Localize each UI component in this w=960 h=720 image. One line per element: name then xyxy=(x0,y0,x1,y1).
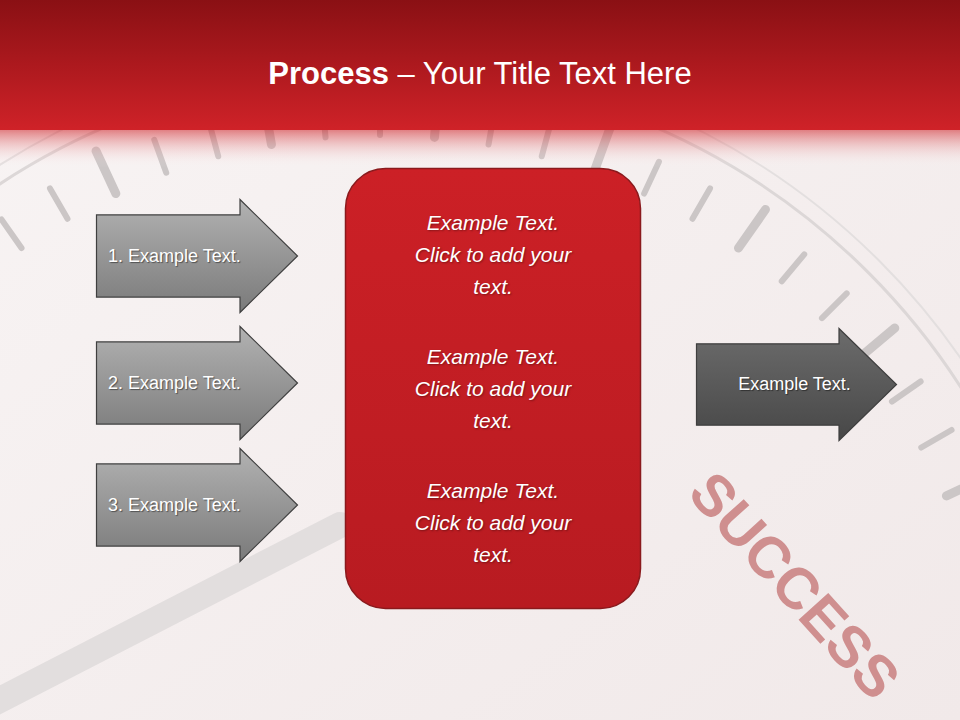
clock-tick xyxy=(782,254,804,281)
header-band xyxy=(0,0,960,130)
body-text: Example Text. Click to add your text. xyxy=(413,341,573,437)
body-text: Example Text. Click to add your text. xyxy=(413,475,573,571)
arrow-body xyxy=(97,327,298,440)
clock-tick xyxy=(693,188,711,218)
arrow-text: Example Text. xyxy=(738,374,851,395)
content-box: Example Text. Click to add your text. Exa… xyxy=(345,168,641,609)
header-fade xyxy=(0,130,960,168)
arrow-body xyxy=(697,329,897,441)
clock-tick xyxy=(822,293,847,318)
clock-tick xyxy=(738,210,765,249)
clock-tick xyxy=(50,188,68,218)
process-arrow: 3. Example Text. xyxy=(96,448,298,562)
rounded-box xyxy=(346,169,641,609)
node-content: Example Text. xyxy=(696,328,897,441)
node-content: 1. Example Text. xyxy=(96,199,298,313)
arrow-text: 1. Example Text. xyxy=(108,246,241,267)
node-content: Example Text. Click to add your text. Exa… xyxy=(345,168,641,609)
arrow-body xyxy=(97,200,298,313)
process-arrow: 2. Example Text. xyxy=(96,326,298,440)
process-arrow: Example Text. xyxy=(696,328,897,441)
clock-tick xyxy=(946,476,960,496)
node-content: 2. Example Text. xyxy=(96,326,298,440)
clock-rim xyxy=(0,54,960,720)
arrow-body xyxy=(97,449,298,562)
process-arrow: 1. Example Text. xyxy=(96,199,298,313)
node-content: 3. Example Text. xyxy=(96,448,298,562)
clock-tick xyxy=(1,219,21,248)
arrow-text: 3. Example Text. xyxy=(108,495,241,516)
slide-title: Process – Your Title Text Here xyxy=(0,54,960,94)
clock-tick xyxy=(921,430,951,448)
arrow-text: 2. Example Text. xyxy=(108,373,241,394)
clock-hand xyxy=(0,525,340,705)
body-text: Example Text. Click to add your text. xyxy=(413,207,573,303)
clock-rim xyxy=(0,70,960,720)
